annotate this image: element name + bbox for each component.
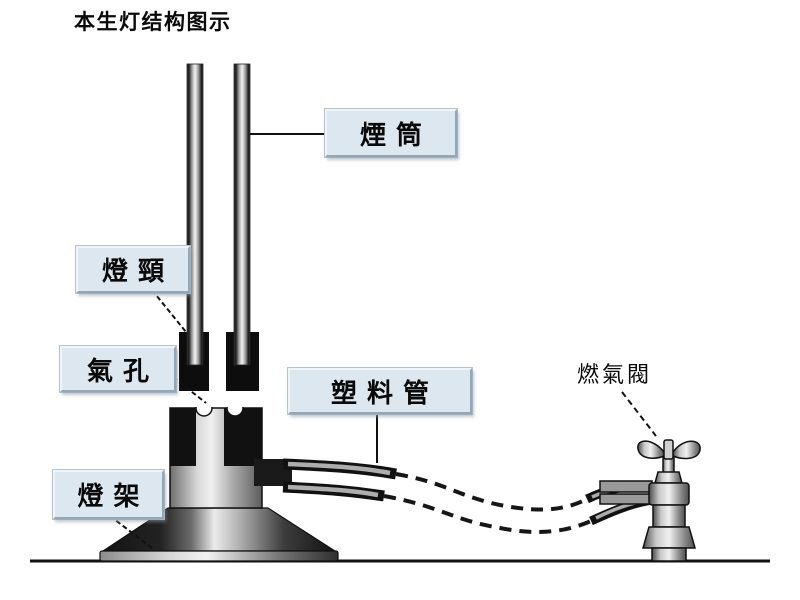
label-neck: 燈頸 — [76, 246, 190, 293]
valve-body-mid — [652, 504, 686, 528]
stem-wall-left — [170, 408, 196, 466]
label-plastic-tube-text: 塑料管 — [330, 377, 439, 408]
valve-handle-right-wing — [672, 440, 701, 460]
label-barrel-text: 煙筒 — [359, 119, 432, 150]
leader-neck — [151, 289, 187, 333]
leader-gas-valve — [621, 391, 657, 437]
label-gas-valve: 燃氣閥 — [577, 362, 653, 387]
plastic-tube-lower-wall — [282, 481, 653, 534]
page-title: 本生灯结构图示 — [74, 11, 232, 34]
valve-collar — [654, 471, 683, 484]
valve-foot — [651, 547, 687, 562]
valve-inlet-pipe-lower — [599, 493, 653, 505]
label-plastic-tube: 塑料管 — [288, 368, 472, 414]
label-air-hole-text: 氣孔 — [86, 355, 159, 386]
label-air-hole: 氣孔 — [60, 346, 176, 392]
valve-inlet-pipe-upper — [599, 480, 653, 493]
leader-air-hole — [172, 376, 207, 404]
barrel-tube-right — [233, 63, 251, 366]
leader-stand — [109, 515, 153, 549]
gas-valve — [599, 439, 701, 562]
valve-handle-hub — [663, 439, 674, 460]
label-neck-text: 燈頸 — [101, 256, 174, 286]
base-disc — [99, 550, 339, 562]
label-stand: 燈架 — [53, 470, 164, 519]
label-barrel: 煙筒 — [325, 109, 457, 157]
valve-handle-left-wing — [637, 440, 665, 459]
label-stand-text: 燈架 — [77, 481, 150, 511]
notch-mask — [164, 394, 268, 407]
barrel-tube-left — [186, 63, 204, 366]
valve-body-upper — [648, 482, 690, 506]
stem-wall-right — [224, 408, 262, 466]
valve-flare — [642, 526, 696, 549]
